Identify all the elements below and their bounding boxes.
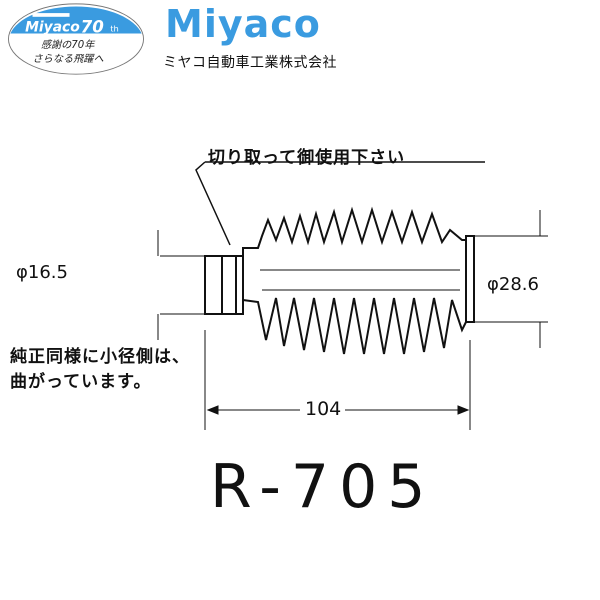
anniversary-badge-logo: Miyaco 70 th 感謝の70年 さらなる飛躍へ bbox=[8, 3, 144, 75]
length-label: 104 bbox=[305, 398, 342, 420]
bend-note: 純正同様に小径側は、曲がっています。 bbox=[10, 347, 190, 392]
small-end bbox=[204, 255, 244, 315]
company-name: ミヤコ自動車工業株式会社 bbox=[163, 55, 337, 71]
svg-text:感謝の70年: 感謝の70年 bbox=[41, 39, 96, 51]
svg-text:Miyaco: Miyaco bbox=[25, 20, 80, 36]
part-number: R-705 bbox=[210, 452, 436, 522]
svg-text:さらなる飛躍へ: さらなる飛躍へ bbox=[33, 53, 104, 65]
brand-logo: Miyaco bbox=[165, 2, 321, 46]
small-diameter-label: φ16.5 bbox=[16, 262, 68, 283]
large-diameter-label: φ28.6 bbox=[487, 274, 539, 295]
svg-text:70: 70 bbox=[81, 18, 104, 37]
cut-instruction: 切り取って御使用下さい bbox=[208, 148, 406, 168]
svg-text:th: th bbox=[110, 24, 119, 34]
